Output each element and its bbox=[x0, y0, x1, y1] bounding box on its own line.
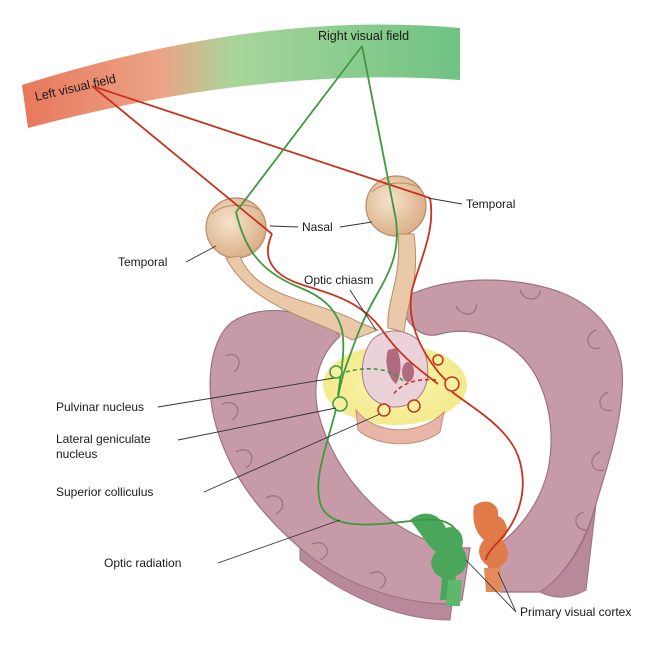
visual-field-band bbox=[22, 24, 460, 128]
temporal-left-label: Temporal bbox=[118, 255, 167, 269]
light-rays bbox=[91, 45, 431, 235]
visual-cortex-patches bbox=[410, 501, 508, 606]
superior-colliculus-label: Superior colliculus bbox=[56, 485, 153, 499]
lateral-geniculate-label-line1: Lateral geniculate bbox=[56, 432, 151, 446]
optic-chiasm-label: Optic chiasm bbox=[304, 273, 373, 287]
pulvinar-nucleus-label: Pulvinar nucleus bbox=[56, 400, 144, 414]
right-field-pathway bbox=[235, 211, 457, 531]
right-hemisphere bbox=[399, 279, 624, 598]
lateral-geniculate-label-line2: nucleus bbox=[56, 447, 97, 461]
thalamus-region bbox=[323, 330, 467, 445]
nuclei-markers bbox=[329, 354, 460, 417]
primary-visual-cortex-label: Primary visual cortex bbox=[520, 605, 631, 619]
left-eye bbox=[205, 197, 267, 259]
right-visual-field-label: Right visual field bbox=[318, 29, 409, 43]
optic-nerves bbox=[225, 233, 417, 341]
leader-lines bbox=[157, 197, 517, 613]
temporal-right-label: Temporal bbox=[466, 197, 515, 211]
optic-radiation-label: Optic radiation bbox=[104, 556, 181, 570]
nasal-label: Nasal bbox=[302, 220, 333, 234]
